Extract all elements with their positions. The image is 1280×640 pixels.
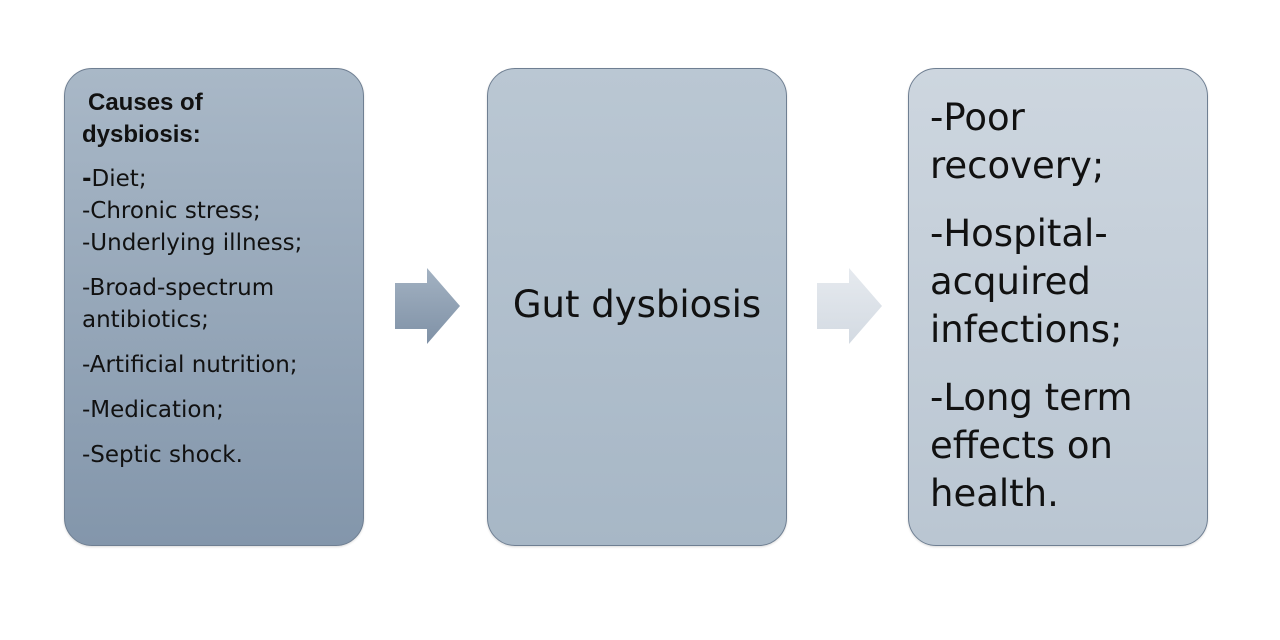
- cause-item-chronic-stress: -Chronic stress;: [82, 198, 261, 224]
- effect-line: infections;: [930, 308, 1123, 351]
- cause-item-diet: -Diet;: [82, 166, 147, 192]
- causes-box: [64, 68, 364, 546]
- effect-line: -Long term: [930, 376, 1133, 419]
- effect-line: health.: [930, 472, 1059, 515]
- cause-item-antibiotics: antibiotics;: [82, 307, 209, 333]
- causes-title-line1: Causes of: [88, 89, 203, 116]
- gut-dysbiosis-label: Gut dysbiosis: [512, 283, 762, 326]
- effect-line: recovery;: [930, 144, 1105, 187]
- effect-line: -Hospital-: [930, 212, 1108, 255]
- effect-line: effects on: [930, 424, 1113, 467]
- effect-long-term: -Long term effects on health.: [930, 374, 1205, 518]
- causes-title: Causes of dysbiosis:: [82, 87, 322, 151]
- causes-title-line2: dysbiosis:: [82, 121, 201, 148]
- arrow-right-icon: [817, 268, 882, 344]
- cause-item-artificial-nutrition: -Artificial nutrition;: [82, 352, 298, 378]
- cause-item-septic-shock: -Septic shock.: [82, 442, 243, 468]
- effect-hospital-acquired-infections: -Hospital- acquired infections;: [930, 210, 1205, 354]
- effect-poor-recovery: -Poor recovery;: [930, 94, 1205, 190]
- effect-line: acquired: [930, 260, 1091, 303]
- effect-line: -Poor: [930, 96, 1025, 139]
- arrow-right-icon: [395, 268, 460, 344]
- effects-box: [908, 68, 1208, 546]
- gut-dysbiosis-box: [487, 68, 787, 546]
- cause-item-broad-spectrum: -Broad-spectrum: [82, 275, 275, 301]
- cause-item-underlying-illness: -Underlying illness;: [82, 230, 303, 256]
- cause-item-medication: -Medication;: [82, 397, 224, 423]
